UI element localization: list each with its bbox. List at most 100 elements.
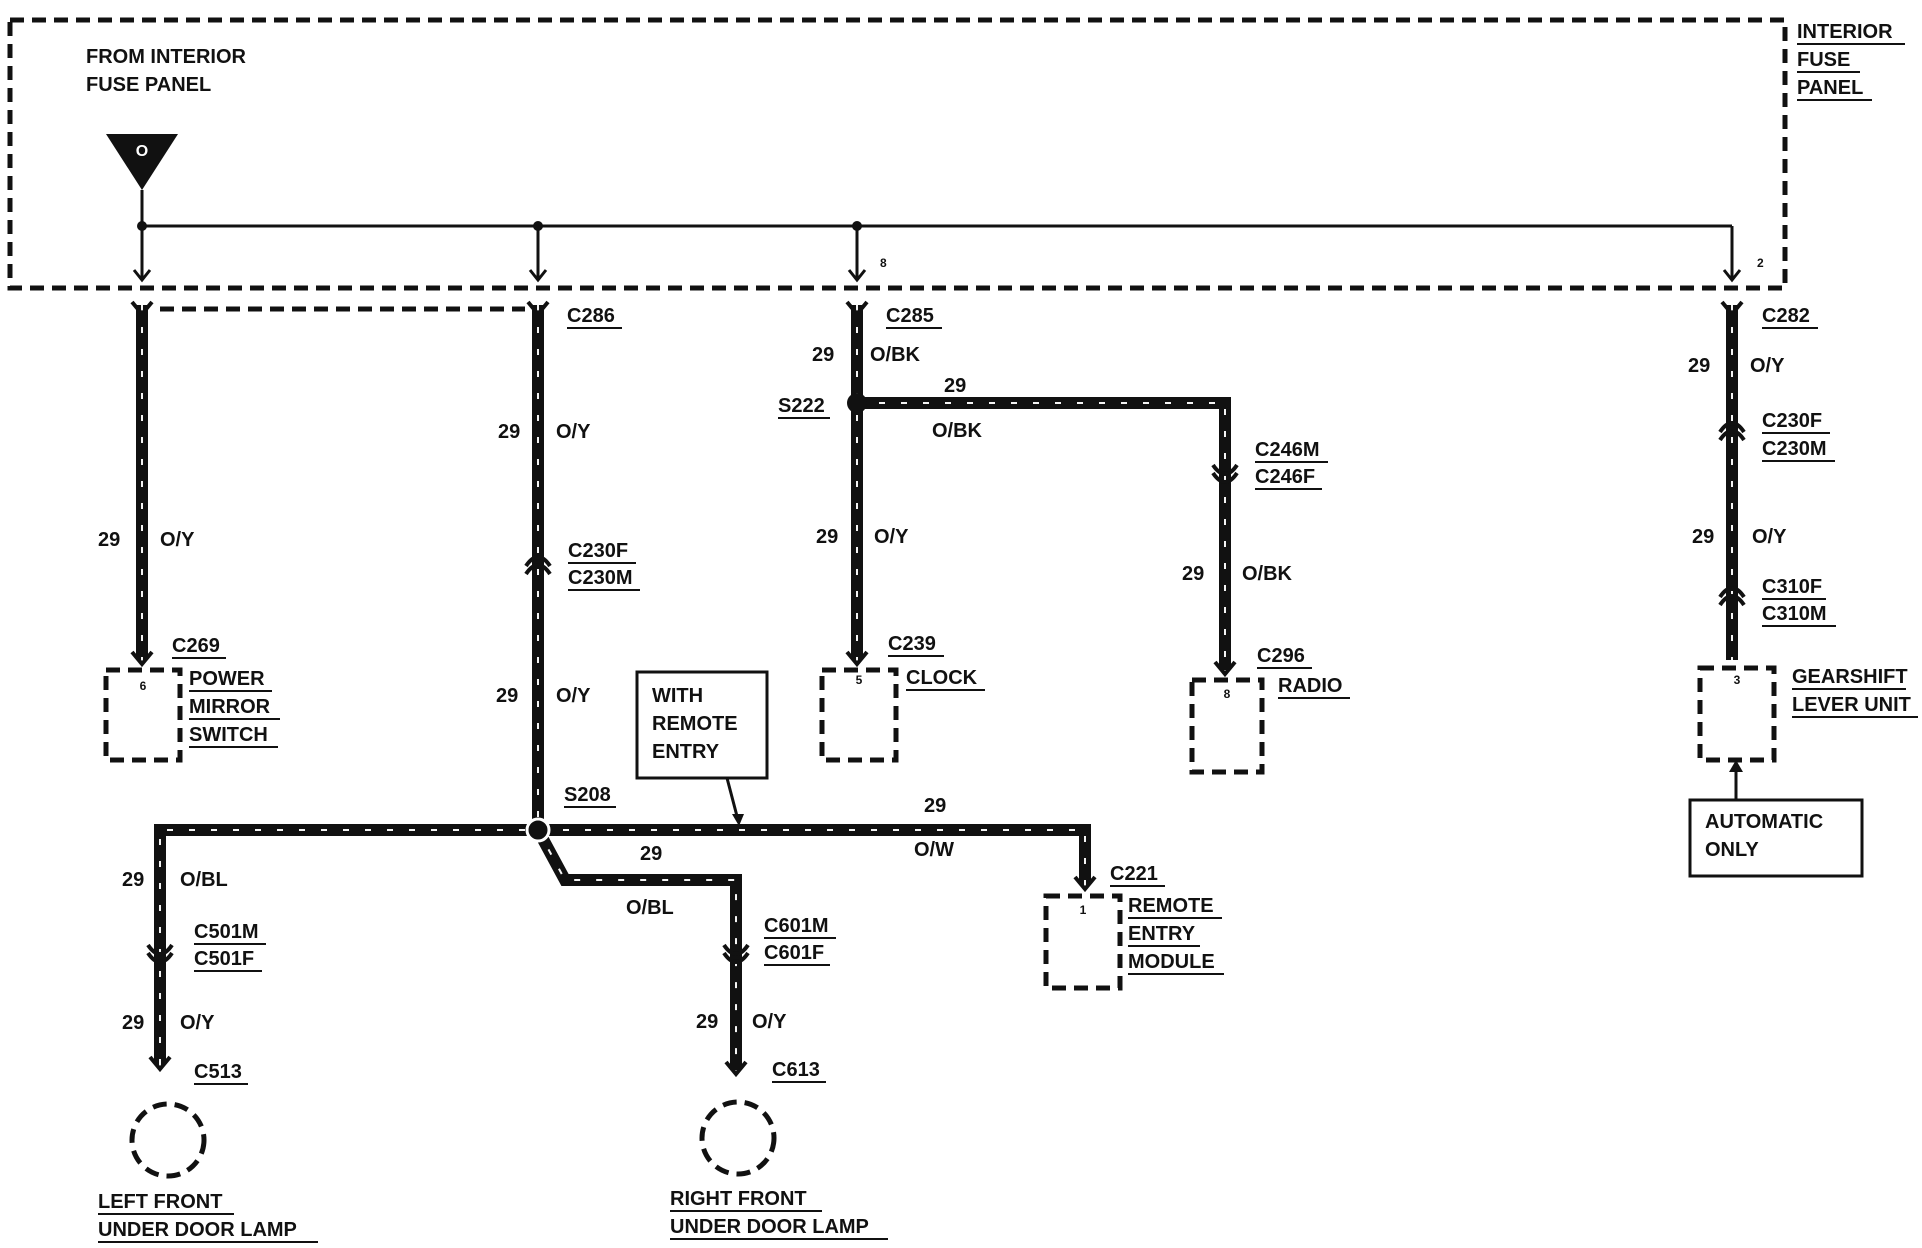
component-label-line3: MODULE: [1128, 951, 1215, 973]
component-label-line2: LEVER UNIT: [1792, 694, 1911, 716]
component-label-line1: GEARSHIFT: [1792, 666, 1908, 688]
component-radio: 8 RADIO: [1189, 675, 1350, 775]
panel-title-line1: INTERIOR: [1797, 21, 1893, 43]
component-label-line3: SWITCH: [189, 724, 268, 746]
wire-circuit: 29: [944, 375, 966, 397]
fuse-panel-label-background: [78, 42, 273, 104]
connector-c513: C513: [194, 1061, 242, 1083]
component-label-line1: CLOCK: [906, 667, 978, 689]
wire-circuit: 29: [122, 869, 144, 891]
connector-c310m: C310M: [1762, 603, 1826, 625]
svg-text:WITH: WITH: [652, 685, 703, 707]
connector-c230f-a: C230F: [568, 540, 628, 562]
connector-labels: C286 C285 C282 C230F C230M C246M C246F C…: [172, 305, 1836, 1085]
wire-color: O/Y: [874, 526, 909, 548]
connector-c246f: C246F: [1255, 466, 1315, 488]
connector-c296: C296: [1257, 645, 1305, 667]
wire-color: O/Y: [180, 1012, 215, 1034]
wire-circuit: 29: [812, 344, 834, 366]
wire-color: O/BL: [626, 897, 674, 919]
wire-s208-bus: [154, 824, 1091, 1065]
wire-circuit: 29: [816, 526, 838, 548]
connector-pins: [130, 300, 1746, 1078]
svg-text:O: O: [136, 143, 148, 160]
component-power-mirror-switch: 6 POWER MIRROR SWITCH: [103, 667, 280, 763]
component-label-line2: UNDER DOOR LAMP: [670, 1216, 869, 1238]
wire-right-lamp: [532, 827, 742, 1070]
splice-s222-dot: [847, 393, 867, 413]
component-gearshift-lever-unit: 3 GEARSHIFT LEVER UNIT: [1697, 665, 1918, 763]
component-remote-entry-module: 1 REMOTE ENTRY MODULE: [1043, 893, 1224, 991]
connector-c221: C221: [1110, 863, 1158, 885]
connector-c601f: C601F: [764, 942, 824, 964]
component-clock: 5 CLOCK: [819, 667, 985, 763]
splice-s208-dot: [525, 817, 551, 843]
fuse-panel-bus: 8 2: [132, 221, 1764, 283]
connector-c239: C239: [888, 633, 936, 655]
component-label-line1: LEFT FRONT: [98, 1191, 222, 1213]
component-label-line2: ENTRY: [1128, 923, 1196, 945]
component-pin: 6: [140, 679, 147, 693]
fuse-icon: O: [106, 134, 178, 226]
wire-circuit: 29: [122, 1012, 144, 1034]
wire-color: O/Y: [160, 529, 195, 551]
wire-harness: [130, 300, 1746, 1078]
wire-circuit: 29: [1692, 526, 1714, 548]
wire-circuit: 29: [640, 843, 662, 865]
interior-fuse-panel: FROM INTERIOR FUSE PANEL INTERIOR FUSE P…: [7, 14, 1920, 291]
splice-s222: S222: [778, 395, 825, 417]
wire-circuit: 29: [496, 685, 518, 707]
component-label-line2: MIRROR: [189, 696, 271, 718]
component-label-line2: UNDER DOOR LAMP: [98, 1219, 297, 1241]
wire-color: O/Y: [752, 1011, 787, 1033]
svg-text:AUTOMATIC: AUTOMATIC: [1705, 811, 1823, 833]
wire-color: O/Y: [556, 421, 591, 443]
connector-c269: C269: [172, 635, 220, 657]
gearshift-fuse-pin: 2: [1757, 256, 1764, 270]
svg-text:ONLY: ONLY: [1705, 839, 1759, 861]
wire-labels: 29 O/Y 29 O/Y 29 O/Y 29 O/BK 29 O/BK 29 …: [98, 344, 1787, 1034]
wire-color: O/Y: [1750, 355, 1785, 377]
wire-circuit: 29: [924, 795, 946, 817]
panel-title-line2: FUSE: [1797, 49, 1850, 71]
connector-c501m: C501M: [194, 921, 258, 943]
connector-c230m-a: C230M: [568, 567, 632, 589]
wire-circuit: 29: [498, 421, 520, 443]
wire-color: O/BK: [932, 420, 983, 442]
wire-circuit: 29: [696, 1011, 718, 1033]
svg-text:REMOTE: REMOTE: [652, 713, 738, 735]
wire-color: O/W: [914, 839, 954, 861]
wire-color: O/BL: [180, 869, 228, 891]
note-with-remote-entry: WITH REMOTE ENTRY: [635, 670, 769, 826]
component-label-line1: REMOTE: [1128, 895, 1214, 917]
component-pin: 3: [1734, 673, 1741, 687]
component-label-line1: RIGHT FRONT: [670, 1188, 807, 1210]
wire-circuit: 29: [1182, 563, 1204, 585]
wire-circuit: 29: [98, 529, 120, 551]
connector-c282: C282: [1762, 305, 1810, 327]
panel-title-line3: PANEL: [1797, 77, 1863, 99]
connector-c501f: C501F: [194, 948, 254, 970]
wire-color: O/Y: [556, 685, 591, 707]
component-left-front-under-door-lamp: LEFT FRONT UNDER DOOR LAMP: [98, 1101, 318, 1243]
component-pin: 1: [1080, 903, 1087, 917]
wire-color: O/BK: [1242, 563, 1293, 585]
from-interior-label: FROM INTERIOR: [86, 46, 247, 68]
fuse-panel-label: FUSE PANEL: [86, 74, 211, 96]
clock-fuse-pin: 8: [880, 256, 887, 270]
component-right-front-under-door-lamp: RIGHT FRONT UNDER DOOR LAMP: [670, 1099, 888, 1240]
splice-s208: S208: [564, 784, 611, 806]
note-automatic-only: AUTOMATIC ONLY: [1688, 760, 1864, 878]
svg-text:ENTRY: ENTRY: [652, 741, 720, 763]
connector-c613: C613: [772, 1059, 820, 1081]
component-pin: 8: [1224, 687, 1231, 701]
connector-c601m: C601M: [764, 915, 828, 937]
wire-radio: [857, 397, 1231, 670]
component-pin: 5: [856, 673, 863, 687]
connector-c310f: C310F: [1762, 576, 1822, 598]
connector-c285: C285: [886, 305, 934, 327]
wire-color: O/Y: [1752, 526, 1787, 548]
wire-color: O/BK: [870, 344, 921, 366]
connector-c230m-b: C230M: [1762, 438, 1826, 460]
